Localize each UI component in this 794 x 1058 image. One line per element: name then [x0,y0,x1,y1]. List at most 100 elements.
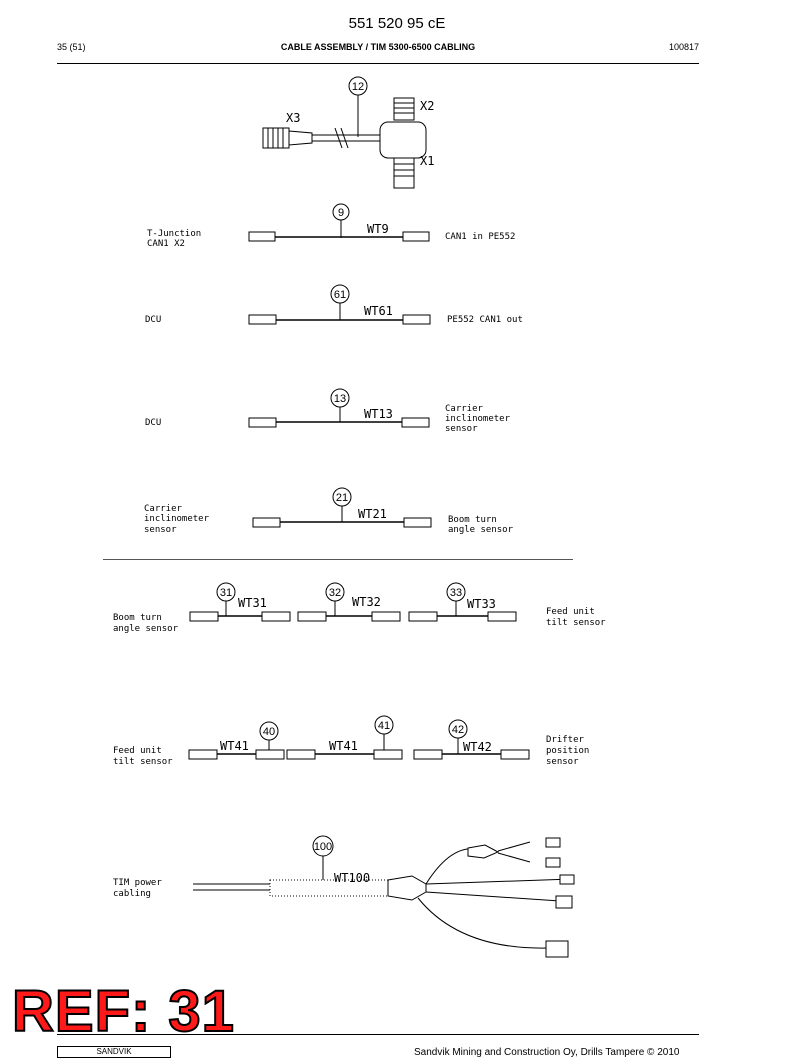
page-title: CABLE ASSEMBLY / TIM 5300-6500 CABLING [280,42,476,52]
item-number-12: 12 [352,81,364,93]
connector-left [248,231,276,242]
item-number-33: 33 [450,587,462,599]
cable-wt9: 9 WT9 T-Junction CAN1 X2 CAN1 in PE552 [147,203,515,249]
wt9-left-label-2: CAN1 X2 [147,239,185,249]
row40-right-label-2: position [546,746,589,756]
row31-left-label-2: angle sensor [113,624,179,634]
item-number-100: 100 [314,841,332,853]
reference-stamp: REF: 31 [11,979,235,1044]
item-number-40: 40 [263,726,275,738]
item-number-13: 13 [334,393,346,405]
page-number: 35 (51) [57,42,86,52]
connector [373,749,403,760]
wt13-right-label-2: inclinometer [445,414,511,424]
cable-code-wt9: WT9 [367,222,389,236]
wt21-left-label-1: Carrier [144,504,183,514]
cable-code-wt41-a: WT41 [220,739,249,753]
connector [413,749,443,760]
connector [545,940,569,958]
header-row: 35 (51) CABLE ASSEMBLY / TIM 5300-6500 C… [57,42,699,56]
branch-5 [417,897,549,949]
connector-left [248,314,277,325]
x3-connector [262,127,290,149]
cable-code-wt42: WT42 [463,740,492,754]
row31-right-label-1: Feed unit [546,607,595,617]
cable-wt100: 100 WT100 TIM power cabling [113,835,575,958]
t-junction-body [379,121,427,159]
connector-left [248,417,277,428]
cable-row-wt31-wt33: 31 32 33 WT31 WT32 WT33 Boom turn angle … [113,582,606,634]
revision-date: 100817 [668,42,699,52]
connector [255,749,285,760]
connector [545,837,561,848]
brand-logo: SANDVIK [57,1046,171,1058]
footer-rule [57,1034,699,1035]
wt13-left-label: DCU [145,418,161,428]
connector [297,611,327,622]
row31-left-label-1: Boom turn [113,613,162,623]
cable-code-wt21: WT21 [358,507,387,521]
connector [408,611,438,622]
x3-label: X3 [286,111,300,125]
row40-left-label-1: Feed unit [113,746,162,756]
connector [261,611,291,622]
connector-left [252,517,281,528]
wt100-left-label-2: cabling [113,889,151,899]
connector-right [402,231,430,242]
cable-code-wt13: WT13 [364,407,393,421]
wt100-left-label-1: TIM power [113,878,162,888]
cable-row-wt41-wt42: 40 41 42 WT41 WT41 WT42 Feed unit tilt s… [113,715,589,767]
connector [286,749,316,760]
branch-4 [425,891,561,902]
cable-code-wt33: WT33 [467,597,496,611]
item-number-31: 31 [220,587,232,599]
branch-3 [425,878,573,885]
wt13-right-label-1: Carrier [445,404,484,414]
x2-connector [393,97,415,121]
cable-code-wt41-b: WT41 [329,739,358,753]
section-divider [103,559,573,560]
x1-connector [393,157,415,189]
x2-label: X2 [420,99,434,113]
item-number-9: 9 [338,207,344,219]
cable-wt13: 13 WT13 DCU Carrier inclinometer sensor [145,388,511,434]
splitter [467,844,500,859]
wt9-left-label-1: T-Junction [147,229,201,239]
item-number-21: 21 [336,492,348,504]
row40-left-label-2: tilt sensor [113,757,173,767]
connector [500,749,530,760]
wt21-right-label-2: angle sensor [448,525,514,535]
branch-boot [387,875,427,901]
item-number-42: 42 [452,724,464,736]
row40-right-label-3: sensor [546,757,579,767]
x1-label: X1 [420,154,434,168]
cable-code-wt31: WT31 [238,596,267,610]
wt61-left-label: DCU [145,315,161,325]
item-number-41: 41 [378,720,390,732]
connector [371,611,401,622]
cable-wt61: 61 WT61 DCU PE552 CAN1 out [145,284,523,325]
item-number-32: 32 [329,587,341,599]
cable-code-wt100: WT100 [334,871,370,885]
row40-right-label-1: Drifter [546,735,585,745]
wt13-right-label-3: sensor [445,424,478,434]
cable-wt21: 21 WT21 Carrier inclinometer sensor Boom… [144,487,514,535]
row31-right-label-2: tilt sensor [546,618,606,628]
header-rule [57,63,699,64]
connector-right [403,517,432,528]
connector [555,895,573,909]
connector [189,611,219,622]
wt21-left-label-2: inclinometer [144,514,210,524]
connector [545,857,561,868]
t-junction-assembly [262,76,427,189]
cable-sleeve [269,879,389,897]
wt9-right-label: CAN1 in PE552 [445,232,515,242]
connector-right [402,314,431,325]
wt21-right-label-1: Boom turn [448,515,497,525]
cable-code-wt61: WT61 [364,304,393,318]
wt21-left-label-3: sensor [144,525,177,535]
connector-right [401,417,430,428]
item-number-61: 61 [334,289,346,301]
document-number: 551 520 95 cE [348,15,446,32]
